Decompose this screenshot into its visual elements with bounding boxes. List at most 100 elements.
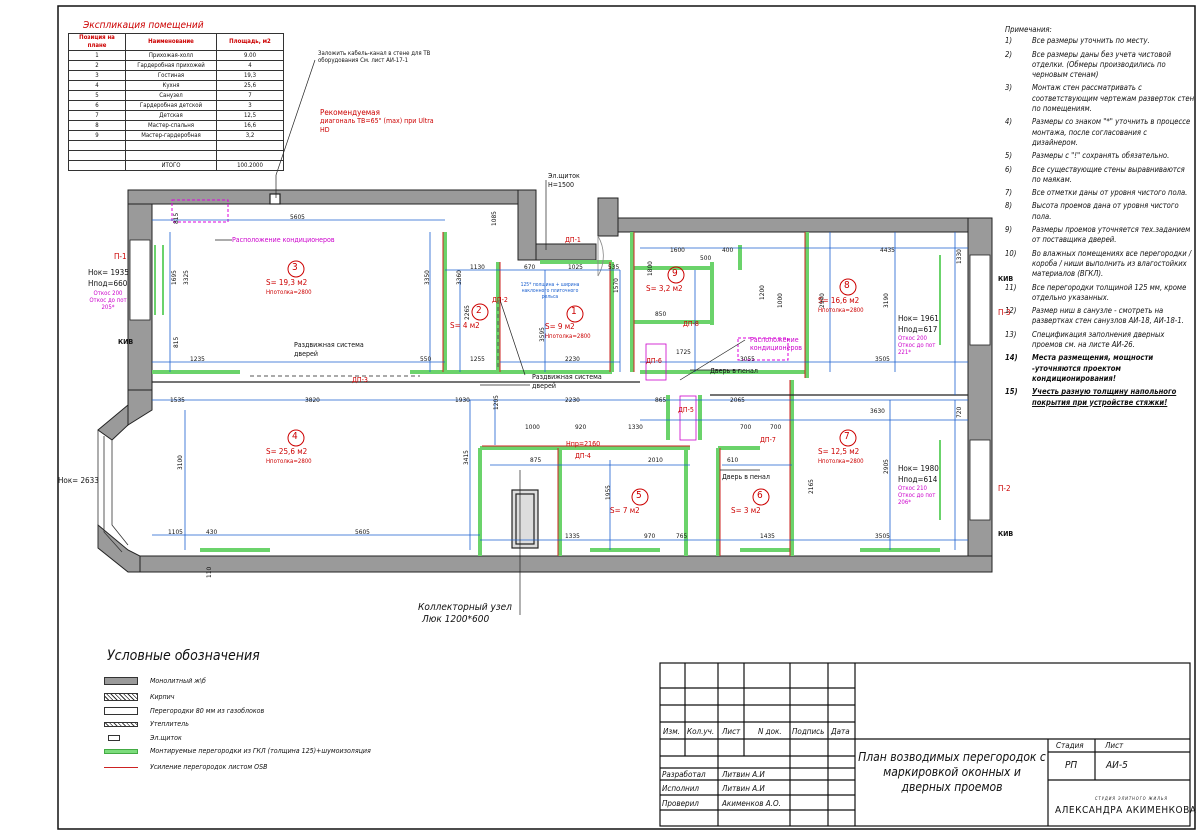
dimension-label: 1930 <box>455 396 470 404</box>
sheet-title: План возводимых перегородок с маркировко… <box>858 750 1046 794</box>
dimension-label: 1725 <box>676 348 691 356</box>
tv-rec-note: диагональ ТВ=65" (max) при Ultra HD <box>320 117 434 134</box>
note-text: Все размеры даны без учета чистовой отде… <box>1032 49 1172 80</box>
dimension-label: 3360 <box>455 270 463 285</box>
dimension-label: 700 <box>740 423 752 431</box>
dp5-label: ДП-5 <box>678 406 694 414</box>
dimension-label: 500 <box>700 254 712 262</box>
cell: 6 <box>68 100 126 111</box>
dimension-label: 1130 <box>470 263 485 271</box>
room-area: S= 3,2 м2 <box>646 284 683 293</box>
note-item: 14)Места размещения, мощности -уточняютс… <box>1005 353 1195 384</box>
note-item: 3) Монтаж стен рассматривать с соответств… <box>1005 83 1195 114</box>
cell <box>216 150 284 161</box>
cell: 16,6 <box>216 120 284 131</box>
notes-title: Примечания: <box>1005 25 1052 34</box>
role-1: Разработал <box>662 770 706 779</box>
room-number: 7 <box>844 431 850 442</box>
table-row <box>68 140 284 151</box>
note-text: Места размещения, мощности -уточняются п… <box>1032 353 1154 383</box>
dimension-label: 2010 <box>648 456 663 464</box>
legend-label: Монтируемые перегородки из ГКЛ (толщина … <box>150 747 371 755</box>
dp4-label: ДП-4 <box>575 452 591 460</box>
legend-item: Усиление перегородок листом OSB <box>104 762 267 772</box>
col-header-signature: Подпись <box>792 727 825 736</box>
room-number: 9 <box>672 268 678 279</box>
note-text: Спецификация заполнения дверных проемов … <box>1032 329 1165 350</box>
legend-swatch <box>104 707 138 715</box>
dimension-label: 1800 <box>646 261 654 276</box>
dimension-label: 110 <box>205 566 213 578</box>
note-text: Размеры со знаком "*" уточнить в процесс… <box>1032 117 1191 147</box>
sliding-doors-1: Раздвижная система дверей <box>294 341 364 358</box>
ac-note-1: Расположение кондиционеров <box>232 236 335 244</box>
role-2: Исполнил <box>662 784 700 793</box>
dimension-label: 2940 <box>818 293 826 308</box>
dimension-label: 2265 <box>463 305 471 320</box>
legend-label: Усиление перегородок листом OSB <box>150 763 268 771</box>
note-text: Монтаж стен рассматривать с соответствую… <box>1032 83 1195 114</box>
note-item: 6)Все существующие стены выравниваются п… <box>1005 165 1195 186</box>
dimension-label: 720 <box>955 406 963 418</box>
dimension-label: 700 <box>770 423 782 431</box>
room-area: S= 25,6 м2 <box>266 447 308 456</box>
dp7-label: ДП-7 <box>760 436 776 444</box>
cell: 9.00 <box>216 50 284 61</box>
window-r2-sill: Нпод=614 <box>898 475 938 484</box>
legend-label: Кирпич <box>150 693 175 701</box>
cell: 4 <box>68 80 126 91</box>
note-number: 11) <box>1005 282 1017 292</box>
sheet-label: Лист <box>1105 741 1124 750</box>
dimension-label: 5605 <box>290 213 305 221</box>
window-r2-reveal: Откос 210 Откос до пот 206* <box>898 485 936 506</box>
window-r1-reveal: Откос 200 Откос до пот 221* <box>898 335 936 356</box>
cell: Гардеробная прихожей <box>125 60 217 71</box>
legend-swatch <box>104 693 138 701</box>
cell: 9 <box>68 130 126 141</box>
note-item: 10)Во влажных помещениях все перегородки… <box>1005 249 1195 280</box>
dimension-label: 3325 <box>182 270 190 285</box>
window-left-sill: Нпод=660 <box>88 279 128 288</box>
room-area: S= 4 м2 <box>450 321 480 330</box>
dimension-label: 3595 <box>538 327 546 342</box>
note-text: Все перегородки толщиной 125 мм, кроме о… <box>1032 282 1187 302</box>
col-header-koluch: Кол.уч. <box>687 727 715 736</box>
cell: Детская <box>125 110 217 121</box>
legend-item: Монтируемые перегородки из ГКЛ (толщина … <box>104 746 371 756</box>
cell: 7 <box>68 110 126 121</box>
room-area: S= 16,6 м2 <box>818 296 860 305</box>
note-number: 5) <box>1005 151 1013 161</box>
room-area: S= 3 м2 <box>731 506 761 515</box>
cell: 19,3 <box>216 70 284 81</box>
dimension-label: 430 <box>206 528 218 536</box>
panel-label: Эл.щиток <box>548 172 580 180</box>
note-number: 10) <box>1005 248 1017 258</box>
door-penal-1: Дверь в пенал <box>710 367 758 375</box>
dimension-label: 1955 <box>604 485 612 500</box>
dimension-label: 3505 <box>875 532 890 540</box>
name-3: Акименков А.О. <box>722 799 781 808</box>
note-number: 1) <box>1005 36 1013 46</box>
dimension-label: 815 <box>172 336 180 348</box>
note-number: 3) <box>1005 83 1013 93</box>
room-area: S= 19,3 м2 <box>266 278 308 287</box>
role-3: Проверил <box>662 799 699 808</box>
dimension-label: 3350 <box>423 270 431 285</box>
dimension-label: 815 <box>172 212 180 224</box>
dimension-label: 875 <box>530 456 542 464</box>
sheet-value: АИ-5 <box>1106 760 1128 771</box>
dimension-label: 865 <box>655 396 667 404</box>
room-area: S= 12,5 м2 <box>818 447 860 456</box>
cell: Санузел <box>125 90 217 101</box>
legend-item: Эл.щиток <box>104 733 182 743</box>
door-penal-2: Дверь в пенал <box>722 473 770 481</box>
dimension-label: 3820 <box>305 396 320 404</box>
dimension-label: 2230 <box>565 396 580 404</box>
dimension-label: 1000 <box>776 293 784 308</box>
cell: Прихожая-холл <box>125 50 217 61</box>
note-text: Все отметки даны от уровня чистого пола. <box>1032 188 1188 198</box>
cell: Гардеробная детской <box>125 100 217 111</box>
note-number: 15) <box>1005 387 1018 397</box>
cell <box>125 150 217 161</box>
